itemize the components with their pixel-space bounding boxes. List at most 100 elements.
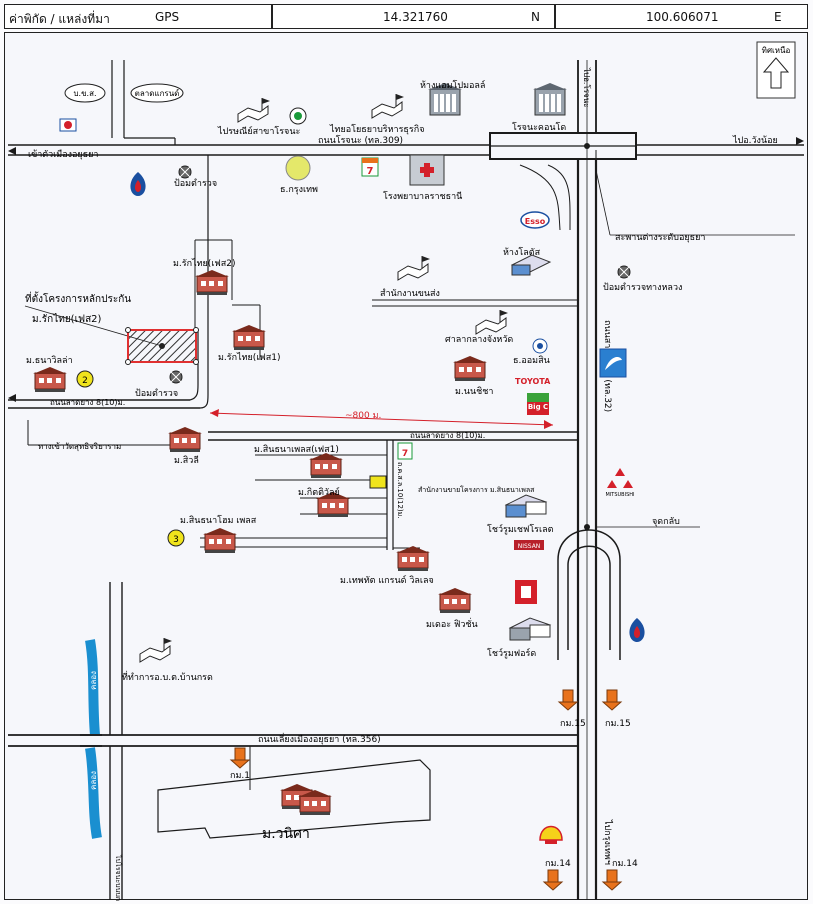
road-label-bypass: ถนนเลี่ยงเมืองอยุธยา (ทล.356) bbox=[258, 732, 381, 745]
project-name: ม.รักไทย(เฟส2) bbox=[32, 313, 102, 325]
obt-office-map-icon bbox=[139, 637, 173, 663]
hospital-label: โรงพยาบาลราชธานี bbox=[383, 191, 462, 202]
sinthana-home-label: ม.สินธนาโฮม เพลส bbox=[180, 515, 257, 526]
big-c-text: Big C bbox=[528, 403, 548, 411]
longitude-value: 100.606071 bbox=[646, 10, 719, 24]
siwin-house-icon bbox=[167, 426, 203, 453]
marker-3-label: 3 bbox=[173, 535, 179, 545]
road-label-to-rojana-left: ไปโรจนะบนบก bbox=[114, 854, 123, 901]
arrow-west-icon bbox=[8, 394, 16, 402]
km15-b-post-icon bbox=[602, 689, 622, 711]
bridge-label: สะพานต่างระดับอยุธยา bbox=[615, 233, 705, 243]
coord-source-label: ค่าพิกัด / แหล่งที่มา bbox=[9, 12, 110, 26]
nonchicha-label: ม.นนชิชา bbox=[455, 386, 493, 397]
rakthai-2-house-icon bbox=[194, 269, 230, 296]
km15-b-label: กม.15 bbox=[605, 719, 631, 729]
court-map-icon bbox=[475, 309, 509, 335]
distance-arrow bbox=[209, 409, 554, 429]
rakthai-1-label: ม.รักไทย(เฟส1) bbox=[218, 352, 281, 363]
interchange-node bbox=[584, 143, 590, 149]
coord-source-value: GPS bbox=[155, 10, 180, 24]
nissan-text: NISSAN bbox=[518, 543, 541, 550]
project-caption: ที่ตั้งโครงการหลักประกัน bbox=[25, 291, 131, 305]
seven-eleven-icon-2 bbox=[397, 442, 413, 460]
lotus-label: ห้างโลตัส bbox=[503, 247, 541, 258]
bangkok-bank-label: ธ.กรุงเทพ bbox=[280, 185, 318, 195]
km14-a-label: กม.14 bbox=[545, 859, 571, 869]
sinthana-sign-icon bbox=[369, 475, 387, 489]
road-label-lad-yang-west: ถนนลาดยาง 8(10)ม. bbox=[50, 398, 125, 407]
esso-text: Esso bbox=[525, 217, 546, 226]
road-label-kasetsart: ถ.ค.ส.ล.10(12)ม. bbox=[396, 462, 404, 519]
esso-icon bbox=[520, 211, 550, 229]
wanisa-label: ม.วนิศา bbox=[262, 826, 310, 842]
ptt-station-icon bbox=[130, 172, 146, 196]
thai-bank-map-icon bbox=[371, 93, 405, 119]
siwin-label: ม.สิวลี bbox=[174, 455, 199, 466]
condo-label: โรจนะคอนโด bbox=[512, 122, 566, 133]
rakthai-1-house-icon bbox=[231, 324, 267, 351]
km1-post-icon bbox=[230, 747, 250, 769]
the-fashion-house-icon bbox=[437, 587, 473, 614]
kittiwan-label: ม.กิตติวัลย์ bbox=[298, 486, 340, 498]
north-arrow-icon bbox=[756, 41, 796, 99]
marker-2-label: 2 bbox=[82, 376, 88, 386]
road-label-lad-yang-mid: ถนนลาดยาง 8(10)ม. bbox=[410, 431, 485, 440]
post-office-map-icon bbox=[237, 97, 271, 123]
seven-eleven-text-1: 7 bbox=[367, 166, 374, 177]
transport-office-map-icon bbox=[397, 255, 431, 281]
court-label: ศาลากลางจังหวัด bbox=[445, 335, 513, 345]
road-label-rojana: ถนนโรจนะ (ทล.309) bbox=[318, 135, 403, 146]
arrow-to-wangnoi-icon bbox=[796, 137, 804, 145]
road-label-to-rojana-top: ไปอ.โรจนะ bbox=[582, 67, 592, 108]
sales-office-label: สำนักงานขายโครงการ ม.สินธนาเพลส bbox=[418, 485, 535, 494]
rakthai-2-label: ม.รักไทย(เฟส2) bbox=[173, 258, 236, 269]
thanawilla-label: ม.ธนาวิลล่า bbox=[26, 355, 73, 366]
canal-label-1: คลอง bbox=[89, 671, 98, 690]
mitsubishi-icon bbox=[607, 468, 633, 488]
bangkok-bank-icon bbox=[285, 155, 311, 181]
gsb-icon bbox=[532, 338, 548, 354]
police-box-2-icon bbox=[169, 370, 183, 384]
hospital-icon bbox=[409, 154, 445, 186]
the-fashion-label: มเดอะ ฟิวชั่น bbox=[426, 617, 478, 630]
longitude-direction: E bbox=[774, 10, 782, 24]
post-office-label: ไปรษณีย์สาขาโรจนะ bbox=[217, 125, 300, 137]
seven-eleven-icon bbox=[361, 157, 379, 177]
roads bbox=[8, 60, 804, 900]
mall-label: ห้างแอมโปมอลล์ bbox=[420, 79, 485, 91]
sinthana-home-house-icon bbox=[202, 527, 238, 554]
header-latitude-cell: 14.321760 N bbox=[272, 4, 555, 29]
km14-b-label: กม.14 bbox=[612, 859, 638, 869]
bor-kor-sor-label: บ.ข.ส. bbox=[73, 89, 96, 98]
bor-kor-sor-marker bbox=[64, 83, 106, 103]
km1-label: กม.1 bbox=[230, 771, 250, 781]
nonchicha-house-icon bbox=[452, 355, 488, 382]
thai-bank-label: ไทยอโยธยาบริหารธุรกิจ bbox=[329, 124, 424, 135]
transport-office-label: สำนักงานขนส่ง bbox=[380, 288, 440, 299]
header-coord-label-cell: ค่าพิกัด / แหล่งที่มา GPS bbox=[4, 4, 272, 29]
canal-north bbox=[80, 639, 102, 839]
sinthana-phase1-house-icon bbox=[308, 452, 344, 479]
mitsubishi-text: MITSUBISHI bbox=[606, 492, 635, 498]
km15-a-post-icon bbox=[558, 689, 578, 711]
road-label-to-wat: ทางเข้าวัดสุทธิจริยาราม bbox=[38, 442, 121, 451]
chevrolet-logo-icon bbox=[599, 348, 627, 378]
police-box-1-icon bbox=[178, 165, 192, 179]
project-site-area bbox=[125, 327, 199, 365]
u-turn-label: จุดกลับ bbox=[652, 517, 680, 527]
km14-a-post-icon bbox=[543, 869, 563, 891]
obt-office-label: ที่ทำการอ.บ.ต.บ้านกรด bbox=[122, 670, 213, 683]
ford-showroom-icon bbox=[508, 617, 552, 641]
highway-police-icon bbox=[617, 265, 631, 279]
distance-label: ~800 ม. bbox=[345, 411, 381, 421]
police-box-2-label: ป้อมตำรวจ bbox=[135, 388, 178, 399]
chevrolet-showroom-icon bbox=[504, 494, 548, 518]
condo-building-icon bbox=[532, 82, 568, 116]
road-label-to-wangnoi: ไปอ.วังน้อย bbox=[732, 135, 778, 146]
marker-3-icon bbox=[167, 529, 185, 547]
lotus-building-icon bbox=[510, 254, 552, 276]
toyota-label: TOYOTA bbox=[515, 377, 551, 386]
gsb-label: ธ.ออมสิน bbox=[513, 355, 550, 366]
highway-police-label: ป้อมตำรวจทางหลวง bbox=[603, 282, 682, 293]
